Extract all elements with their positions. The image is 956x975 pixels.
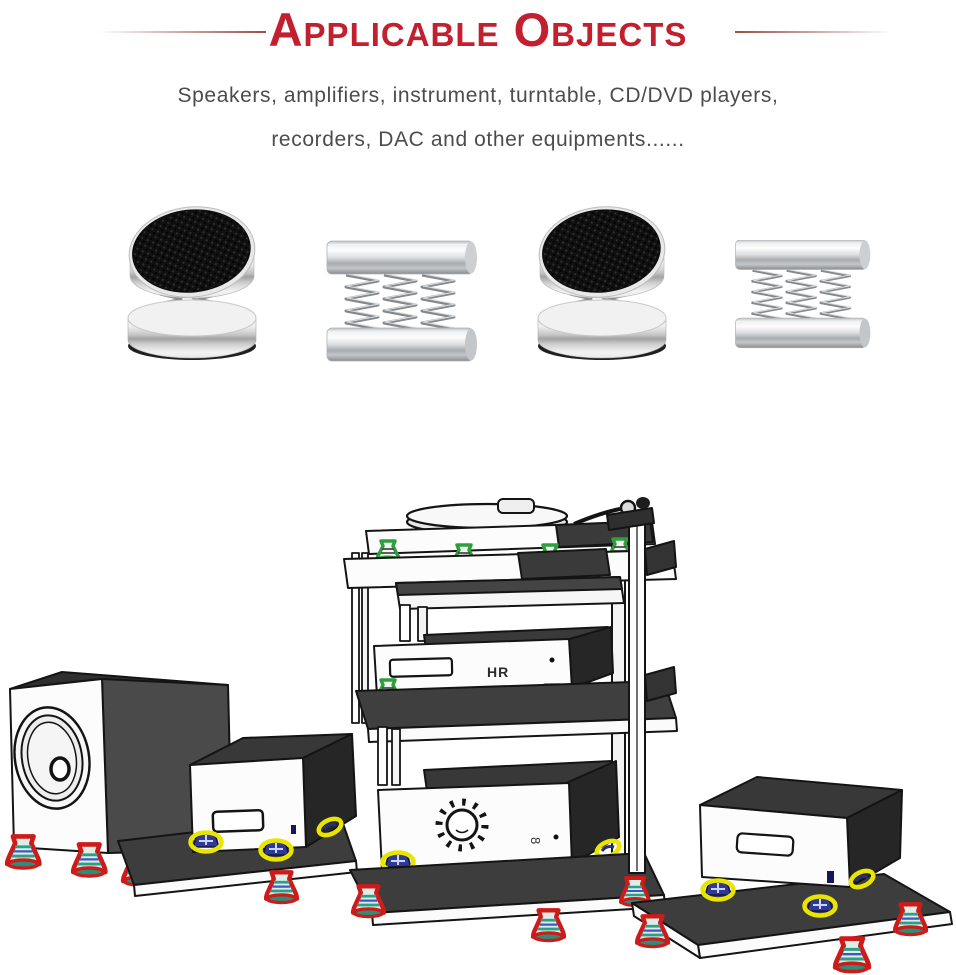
carbon-foot-icon [123, 199, 261, 362]
small-amp-button [291, 825, 296, 834]
right-amplifier [699, 776, 903, 888]
subwoofer-dustcap [49, 756, 71, 782]
product-photo-spring-damper-right [731, 240, 873, 362]
small-amp-display [211, 809, 265, 833]
title-rule-left [98, 31, 266, 33]
cd-player-logo: HR [487, 664, 509, 680]
small-amplifier [189, 733, 357, 853]
page-title: Applicable Objects [268, 3, 688, 56]
product-photo-carbon-foot-left [116, 194, 268, 366]
right-amp-button [827, 871, 834, 883]
subwoofer [9, 671, 233, 854]
description-line-2: recorders, DAC and other equipments.....… [271, 128, 685, 151]
rack-front-post [606, 507, 677, 874]
volume-knob [445, 808, 479, 842]
cd-player: HR [373, 626, 614, 697]
spring-damper-icon [322, 238, 480, 364]
record-puck [497, 498, 535, 514]
product-photo-spring-damper-left [322, 238, 480, 364]
rack-shelf-third [355, 680, 678, 786]
carbon-foot-icon [533, 199, 671, 362]
title-rule-right [735, 31, 893, 33]
right-amp-display [735, 832, 795, 857]
main-amplifier: 8 [377, 760, 620, 872]
product-photo-carbon-foot-right [526, 194, 678, 366]
spring-damper-icon [731, 240, 873, 362]
amplifier-mark: 8 [528, 837, 543, 844]
description-line-1: Speakers, amplifiers, instrument, turnta… [177, 84, 779, 107]
amplifier-button [553, 834, 559, 840]
cd-player-display [388, 657, 454, 678]
knob-tick-marks [435, 798, 489, 852]
hifi-system-illustration: HR 8 [0, 497, 953, 975]
rack-inner-shelf [395, 576, 625, 642]
cd-player-button [549, 657, 555, 663]
subwoofer-driver [13, 706, 91, 810]
